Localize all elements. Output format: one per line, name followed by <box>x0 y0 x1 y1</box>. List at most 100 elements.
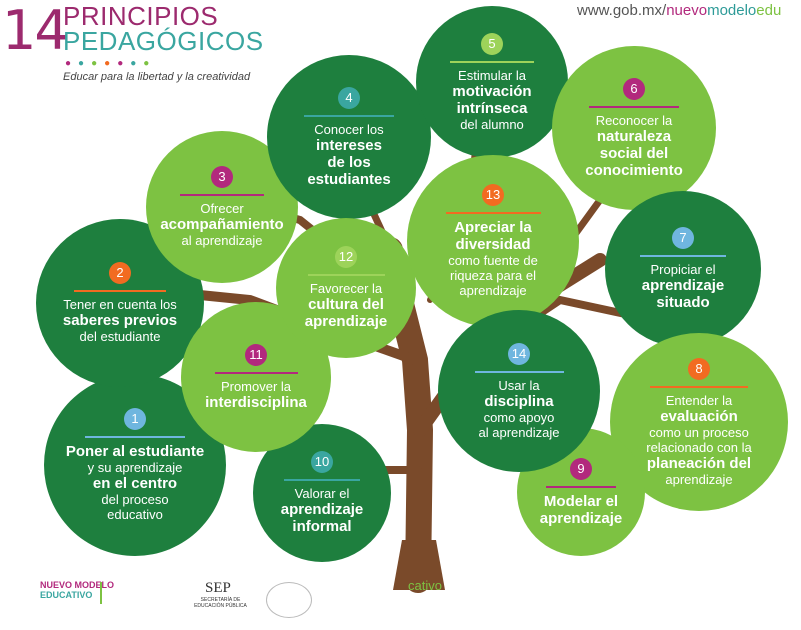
principle-divider <box>74 290 166 292</box>
principle-divider <box>450 60 534 63</box>
principle-line: informal <box>292 518 352 535</box>
principle-number-badge: 9 <box>570 457 592 480</box>
principle-line: al aprendizaje <box>181 233 263 248</box>
principle-line: del proceso <box>101 492 169 507</box>
principle-number-badge: 11 <box>245 343 267 366</box>
principle-number-badge: 8 <box>688 357 710 380</box>
principle-line: planeación del <box>646 454 752 472</box>
logo-divider <box>100 582 102 604</box>
principle-line: como fuente de <box>448 253 538 268</box>
principle-line: como apoyo <box>483 409 555 425</box>
principle-line: Entender la <box>665 392 733 408</box>
principle-line: situado <box>656 294 710 311</box>
principle-divider <box>284 479 360 481</box>
principle-number-badge: 3 <box>211 166 233 188</box>
principle-number-badge: 7 <box>672 227 694 249</box>
principle-divider <box>180 194 264 196</box>
principle-line: y su aprendizaje <box>87 460 183 475</box>
cativo-logo: cativo <box>408 578 442 593</box>
principle-line: estudiantes <box>307 170 391 188</box>
principle-divider <box>214 371 298 374</box>
principle-divider <box>445 212 541 214</box>
principle-line: aprendizaje <box>304 313 388 330</box>
principle-line: acompañamiento <box>160 216 284 233</box>
principle-line: Propiciar el <box>650 262 716 277</box>
principle-line: conocimiento <box>585 161 683 179</box>
principle-number-badge: 14 <box>508 342 530 365</box>
principle-line: educativo <box>107 507 163 522</box>
principle-line: naturaleza <box>596 127 672 145</box>
principle-number-badge: 12 <box>335 246 357 268</box>
principle-line: del alumno <box>460 116 524 132</box>
principle-line: del estudiante <box>79 329 161 344</box>
principle-line: Apreciar la <box>454 219 532 236</box>
principle-line: en el centro <box>92 475 178 492</box>
principle-line: motivación <box>452 82 532 100</box>
principle-line: aprendizaje <box>641 277 725 294</box>
principle-number-badge: 4 <box>338 86 360 109</box>
principle-line: aprendizaje <box>459 283 527 298</box>
header-title-line2: PEDAGÓGICOS <box>63 26 264 56</box>
principle-line: Reconocer la <box>595 112 673 128</box>
principle-divider <box>640 255 726 257</box>
sep-logo: SEP <box>205 580 231 596</box>
principle-divider <box>546 485 616 488</box>
principle-line: evaluación <box>660 407 738 425</box>
principle-divider <box>589 105 679 108</box>
principle-line: Promover la <box>220 378 292 394</box>
website-link[interactable]: www.gob.mx/nuevomodeloedu <box>577 2 782 19</box>
principle-line: saberes previos <box>62 312 178 329</box>
principle-line: aprendizaje <box>665 471 733 487</box>
header-subtitle: Educar para la libertad y la creatividad <box>63 71 251 83</box>
header-number: 14 <box>2 0 69 62</box>
principle-number-badge: 5 <box>481 32 503 55</box>
principle-divider <box>85 436 185 438</box>
principle-line: social del <box>599 144 669 162</box>
principle-divider <box>307 274 385 276</box>
principle-line: de los <box>327 153 371 171</box>
nuevo-modelo-logo: NUEVO MODELO EDUCATIVO <box>40 580 115 600</box>
principle-line: Estimular la <box>458 67 526 83</box>
principle-line: disciplina <box>484 392 554 410</box>
principle-number-badge: 1 <box>124 408 146 430</box>
principle-number-badge: 13 <box>482 184 504 206</box>
principle-line: intereses <box>316 136 382 154</box>
header-dots: ●●●●●●● <box>65 58 157 69</box>
principle-line: interdisciplina <box>205 393 307 411</box>
principle-line: riqueza para el <box>450 268 536 283</box>
header-title-line1: PRINCIPIOS <box>63 1 219 31</box>
principle-number-badge: 10 <box>311 451 333 473</box>
principle-divider <box>304 114 394 117</box>
principle-line: aprendizaje <box>539 509 623 527</box>
principle-line: intrínseca <box>456 99 528 117</box>
principle-line: al aprendizaje <box>478 424 560 440</box>
principle-line: diversidad <box>455 236 531 253</box>
principle-number-badge: 2 <box>109 262 131 284</box>
principle-line: Ofrecer <box>200 201 244 216</box>
principle-line: cultura del <box>308 296 384 313</box>
principle-divider <box>650 385 748 388</box>
principle-line: Tener en cuenta los <box>63 297 177 312</box>
principle-line: Poner al estudiante <box>65 443 205 460</box>
principle-number-badge: 6 <box>623 77 645 100</box>
principle-line: relacionado con la <box>646 439 752 455</box>
